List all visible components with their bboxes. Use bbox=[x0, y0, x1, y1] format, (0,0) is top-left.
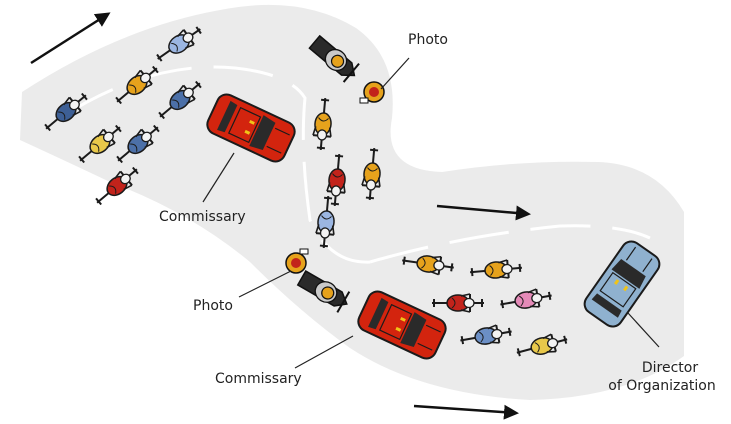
leader-line bbox=[202, 152, 235, 203]
leader-line bbox=[627, 312, 660, 348]
photographer-icon bbox=[285, 248, 309, 274]
arrow-right-icon bbox=[30, 12, 111, 65]
label-photo-bottom: Photo bbox=[193, 298, 233, 314]
leader-line bbox=[380, 57, 410, 90]
leader-line bbox=[238, 270, 292, 298]
label-commissary-top: Commissary bbox=[159, 209, 246, 225]
photographer-icon bbox=[359, 81, 385, 104]
lane-marking bbox=[59, 65, 651, 264]
label-photo-top: Photo bbox=[408, 32, 448, 48]
leader-line bbox=[294, 335, 354, 369]
arrow-right-icon bbox=[413, 404, 519, 420]
label-director-line1: Director bbox=[642, 360, 698, 376]
label-commissary-bottom: Commissary bbox=[215, 371, 302, 387]
arrow-right-icon bbox=[436, 204, 531, 221]
label-director-line2: of Organization bbox=[608, 378, 715, 394]
